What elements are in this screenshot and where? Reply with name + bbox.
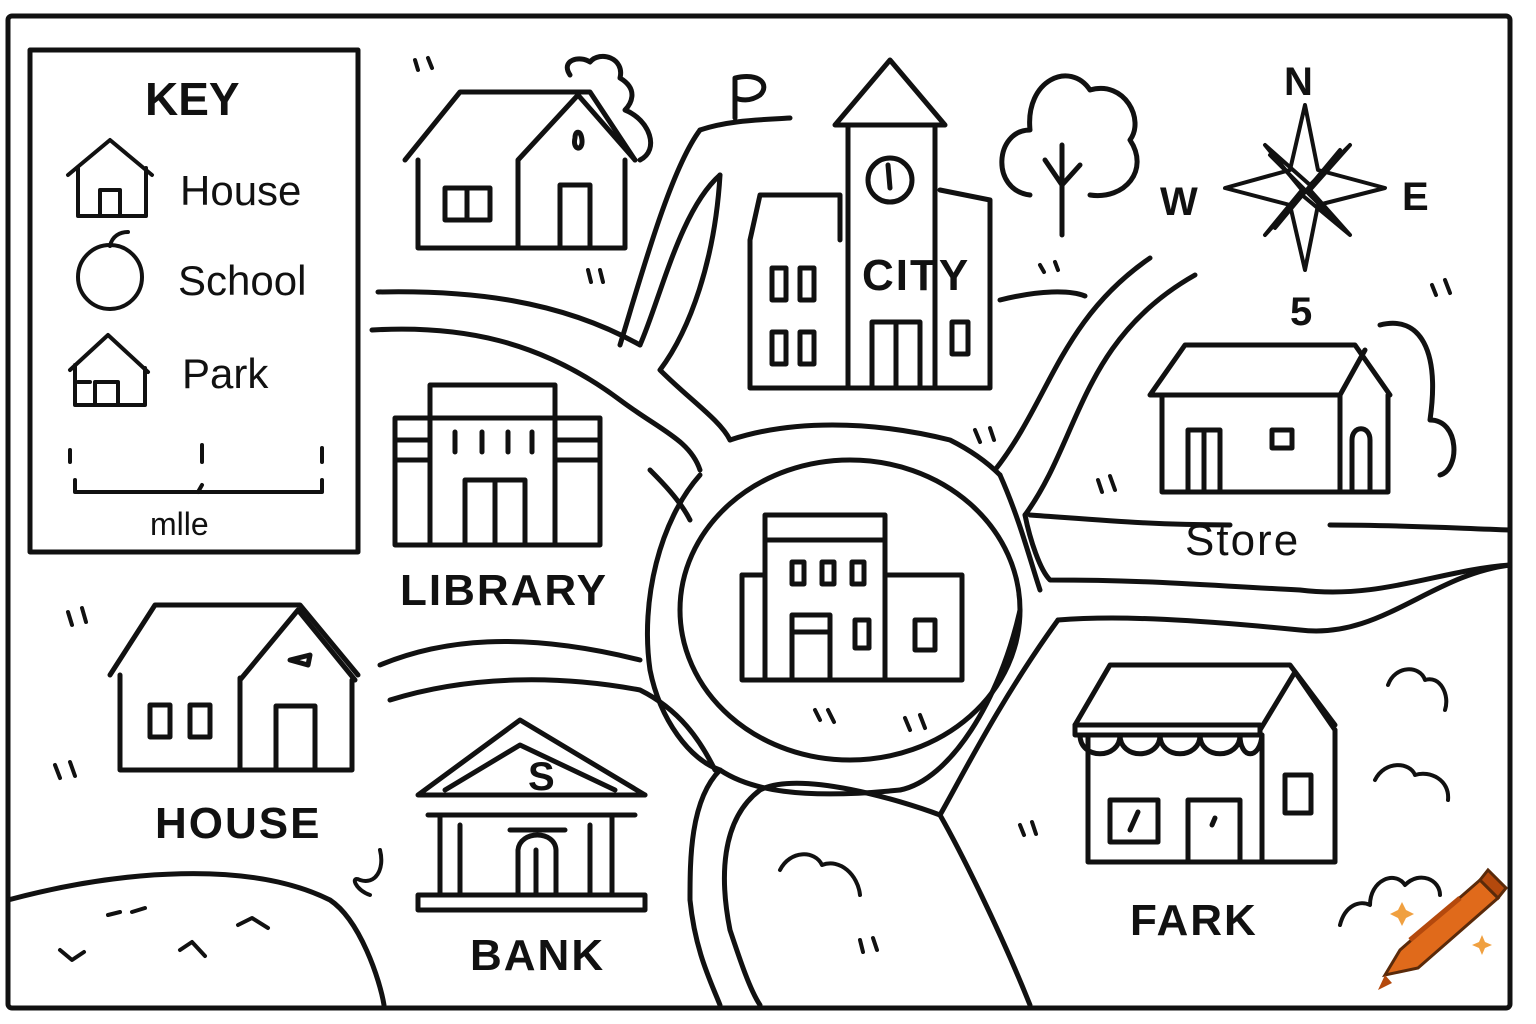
city-hall xyxy=(747,57,993,391)
house-label: HOUSE xyxy=(155,799,321,848)
city-label: CITY xyxy=(862,251,970,300)
house-icon xyxy=(68,333,150,407)
crayon-icon xyxy=(1378,867,1509,990)
scale-label: mlle xyxy=(150,506,209,542)
map-border xyxy=(5,13,1513,1011)
compass-rose-icon xyxy=(1223,103,1387,272)
house-icon xyxy=(66,138,154,218)
bank-label: BANK xyxy=(470,931,605,980)
grass-tufts xyxy=(53,56,1452,954)
grass-marks xyxy=(58,906,270,962)
compass-south-label: 5 xyxy=(1290,290,1312,334)
key-item-school-label: School xyxy=(178,257,306,304)
key-item-house-label: House xyxy=(180,167,301,214)
compass-east-label: E xyxy=(1402,175,1429,219)
roads xyxy=(5,115,1513,1008)
bank-squiggle xyxy=(352,848,384,897)
bank-sign: S xyxy=(528,755,555,799)
key-title: KEY xyxy=(145,73,240,125)
store-building xyxy=(1147,320,1457,495)
fark-label: FARK xyxy=(1130,896,1258,945)
apple-icon xyxy=(76,230,144,311)
key-item-park-label: Park xyxy=(182,350,269,397)
map-key: KEY House School Park mlle xyxy=(27,47,361,555)
fark-building xyxy=(1072,662,1338,865)
library-building xyxy=(392,382,603,548)
bush-icon xyxy=(778,667,1451,927)
tree-icon xyxy=(999,73,1140,238)
library-label: LIBRARY xyxy=(400,566,608,615)
top-house xyxy=(402,54,654,251)
compass-north-label: N xyxy=(1284,60,1313,104)
scale-bar xyxy=(68,443,324,494)
store-label: Store xyxy=(1185,516,1300,565)
house-building xyxy=(107,602,361,773)
bank-building xyxy=(415,717,648,913)
center-building xyxy=(739,512,965,683)
flag-icon xyxy=(732,74,767,121)
compass-west-label: W xyxy=(1160,180,1198,224)
